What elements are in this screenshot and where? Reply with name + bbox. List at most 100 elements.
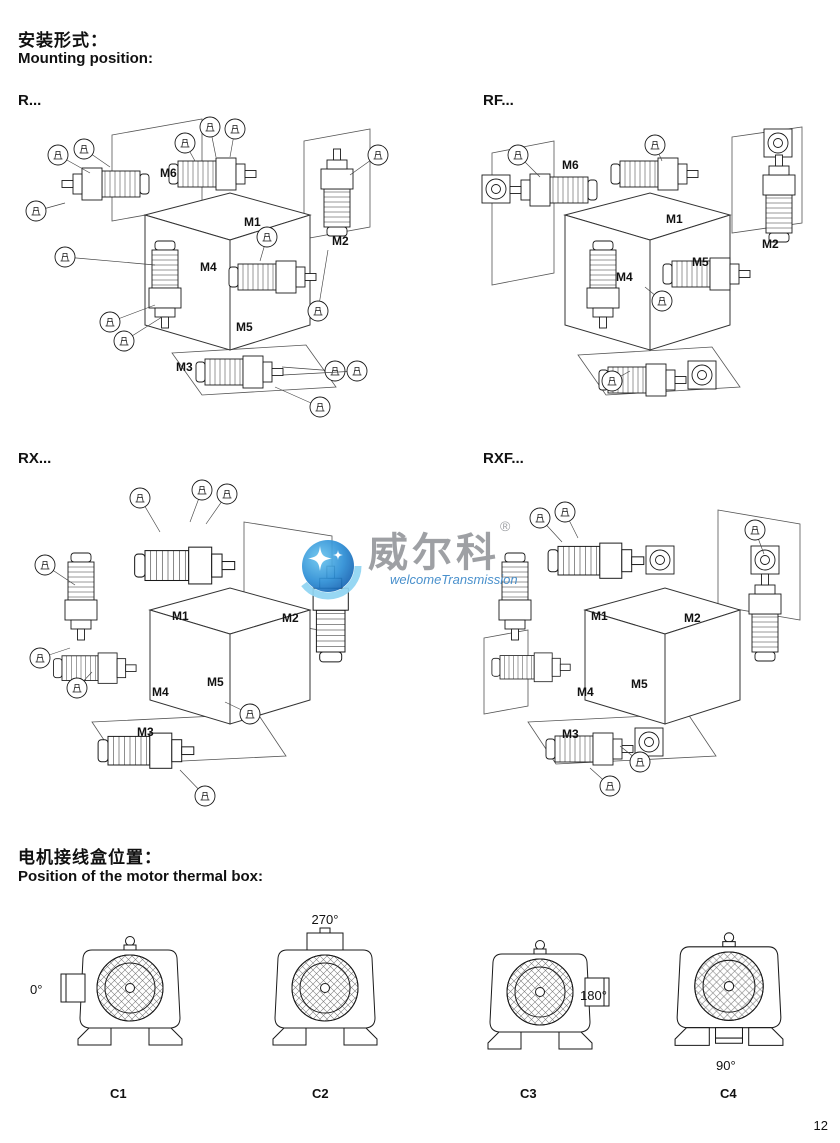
mount-labels: M1 M2 M4 M5 M3 — [562, 609, 701, 741]
flange-icon — [645, 545, 675, 575]
gearmotor-icon — [168, 157, 257, 191]
section-label-rxf: RXF... — [483, 450, 524, 467]
mount-label-m6: M6 — [562, 158, 579, 172]
section-label-rf: RF... — [483, 92, 514, 109]
plug-icon — [239, 703, 261, 725]
gearmotor-icon — [53, 652, 137, 684]
mount-labels: M1 M2 M4 M5 M3 — [137, 609, 299, 739]
gearmotor-icon — [547, 542, 645, 579]
plug-icon — [629, 751, 651, 773]
mount-labels: M6 M1 M2 M4 M5 — [562, 158, 779, 284]
plug-icon — [529, 507, 551, 529]
plug-icon — [256, 226, 278, 248]
page-number: 12 — [813, 1118, 828, 1133]
terminal-box-bottom — [715, 1027, 743, 1044]
position-label-c3: C3 — [520, 1086, 537, 1101]
rx-mounting-diagram: M1 M2 M4 M5 M3 — [29, 479, 349, 807]
iso-cube — [148, 587, 312, 725]
mount-label-m1: M1 — [172, 609, 189, 623]
plug-symbols — [25, 116, 389, 418]
motor-front-view-c4 — [674, 932, 784, 1046]
angle-label-c3: 180° — [580, 988, 607, 1003]
gearmotor-icon — [491, 652, 571, 683]
terminal-box-top — [306, 927, 344, 951]
section-label-r: R... — [18, 92, 42, 109]
plug-icon — [129, 487, 151, 509]
angle-label-c1: 0° — [30, 982, 43, 997]
plug-icon — [66, 677, 88, 699]
registered-mark: ® — [500, 518, 511, 534]
mount-label-m2: M2 — [684, 611, 701, 625]
mount-label-m5: M5 — [631, 677, 648, 691]
motor-front-view-c1 — [60, 936, 183, 1046]
plug-icon — [47, 144, 69, 166]
thermal-title-en: Position of the motor thermal box: — [18, 868, 264, 885]
mount-label-m5: M5 — [236, 320, 253, 334]
mount-label-m2: M2 — [282, 611, 299, 625]
plug-icon — [113, 330, 135, 352]
plug-icon — [199, 116, 221, 138]
motor-housing — [77, 949, 183, 1046]
mount-label-m3: M3 — [137, 725, 154, 739]
plug-icon — [54, 246, 76, 268]
plug-icon — [307, 300, 329, 322]
plug-icon — [194, 785, 216, 807]
gearmotor-icon — [134, 546, 236, 585]
mount-label-m2: M2 — [762, 237, 779, 251]
page-title-zh: 安装形式： — [18, 31, 108, 50]
mount-label-m3: M3 — [176, 360, 193, 374]
section-label-rx: RX... — [18, 450, 52, 467]
gearmotor-icon — [610, 157, 699, 191]
plug-icon — [25, 200, 47, 222]
rxf-mounting-diagram: M1 M2 M4 M5 M3 — [483, 501, 801, 797]
terminal-box-left — [60, 973, 86, 1003]
motor-housing — [487, 953, 593, 1050]
plug-icon — [191, 479, 213, 501]
plug-icon — [224, 118, 246, 140]
eyebolt-icon — [533, 940, 547, 955]
mount-labels: M6 M1 M2 M4 M5 M3 — [160, 166, 349, 374]
motor-front-view-c3 — [487, 940, 610, 1050]
position-label-c2: C2 — [312, 1086, 329, 1101]
watermark-subtitle: welcomeTransmission — [390, 572, 518, 587]
mount-label-m3: M3 — [562, 727, 579, 741]
gearmotor-icon — [61, 167, 150, 201]
plug-symbols — [529, 501, 766, 797]
plug-symbols — [29, 479, 261, 807]
flange-icon — [750, 545, 780, 575]
iso-cube — [583, 587, 742, 725]
mount-label-m5: M5 — [692, 255, 709, 269]
mount-label-m4: M4 — [616, 270, 633, 284]
position-label-c4: C4 — [720, 1086, 737, 1101]
flange-icon — [481, 174, 511, 204]
plug-icon — [309, 396, 331, 418]
rf-mounting-diagram: M6 M1 M2 M4 M5 — [481, 126, 803, 397]
plug-icon — [599, 775, 621, 797]
watermark-logo-icon — [301, 540, 362, 600]
angle-label-c2: 270° — [311, 912, 339, 927]
terminal-box-right — [584, 977, 610, 1007]
mount-label-m4: M4 — [200, 260, 217, 274]
eyebolt-icon — [123, 936, 137, 951]
thermal-title-zh: 电机接线盒位置： — [18, 848, 162, 867]
mount-label-m1: M1 — [666, 212, 683, 226]
plug-icon — [346, 360, 368, 382]
mount-label-m4: M4 — [152, 685, 169, 699]
plug-icon — [99, 311, 121, 333]
r-mounting-diagram: M6 M1 M2 M4 M5 M3 — [25, 116, 389, 418]
mount-label-m6: M6 — [160, 166, 177, 180]
watermark: 威尔科® welcomeTransmission — [294, 518, 518, 604]
motor-front-view-c2 — [272, 927, 378, 1046]
mount-label-m1: M1 — [591, 609, 608, 623]
plug-icon — [651, 290, 673, 312]
plug-icon — [744, 519, 766, 541]
flange-icon — [763, 128, 793, 158]
plug-icon — [601, 370, 623, 392]
page-title-en: Mounting position: — [18, 50, 153, 67]
gearmotor-icon — [64, 552, 98, 641]
mount-label-m2: M2 — [332, 234, 349, 248]
plug-icon — [29, 647, 51, 669]
plug-symbols — [507, 134, 673, 392]
flange-icon — [687, 360, 717, 390]
plug-icon — [367, 144, 389, 166]
